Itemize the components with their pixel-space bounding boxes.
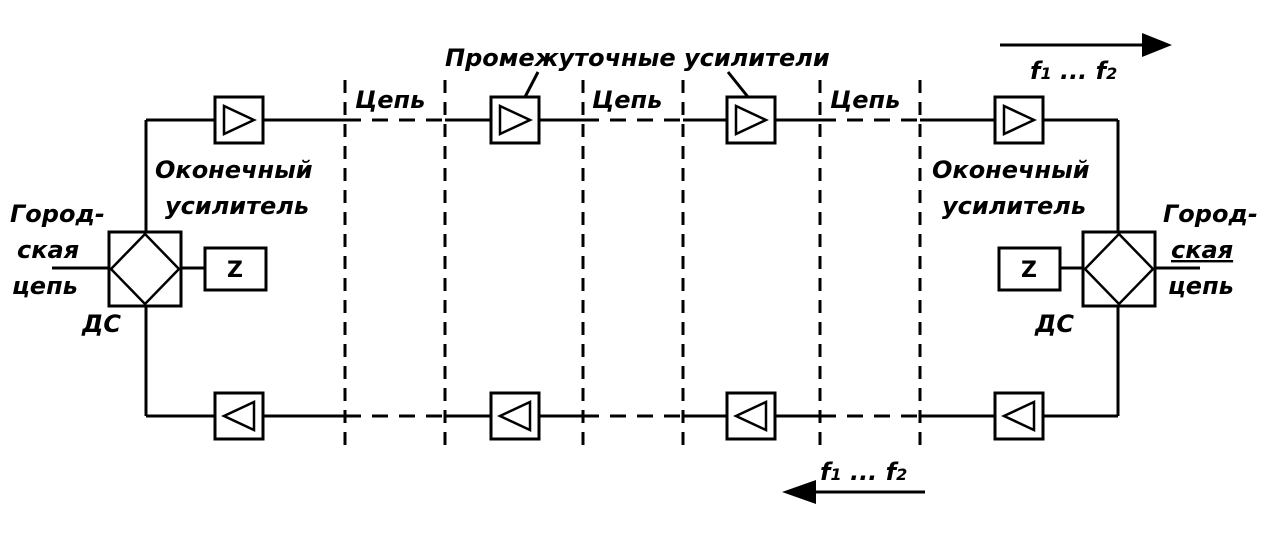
intermediate-amplifiers-label: Промежуточные усилители <box>445 44 830 72</box>
impedance-left-label: Z <box>227 258 243 283</box>
amplifier-upper-4 <box>993 95 1045 145</box>
amplifier-lower-4 <box>993 391 1045 441</box>
city-circuit-right-line2: ская <box>1171 236 1233 264</box>
freq-sub1: 1 <box>1040 64 1051 83</box>
ds-label-left: ДС <box>81 310 121 338</box>
freq-mid: ... f <box>1052 57 1109 85</box>
frequency-band-label-top: f1 ... f2 <box>1030 57 1117 85</box>
amplifier-upper-1 <box>213 95 265 145</box>
circuit-label-2: Цепь <box>592 86 662 114</box>
lower-line <box>144 306 1120 418</box>
frequency-band-label-bottom: f1 ... f2 <box>820 458 907 486</box>
city-circuit-right-line1: Город- <box>1163 200 1258 228</box>
differential-system-left <box>52 230 205 308</box>
amplifier-lower-1 <box>213 391 265 441</box>
amplifier-leader-lines <box>523 71 750 98</box>
terminal-amplifier-right-line2: усилитель <box>942 192 1086 220</box>
circuit-label-3: Цепь <box>830 86 900 114</box>
amplifier-lower-3 <box>725 391 777 441</box>
direction-arrow-bottom <box>782 480 925 504</box>
section-dividers <box>343 80 922 452</box>
impedance-left: Z <box>203 246 268 292</box>
differential-system-right <box>1060 230 1200 308</box>
impedance-right-label: Z <box>1021 258 1037 283</box>
amplifier-upper-2 <box>489 95 541 145</box>
city-circuit-left-line3: цепь <box>12 272 78 300</box>
circuit-label-1: Цепь <box>355 86 425 114</box>
city-circuit-left-line1: Город- <box>10 200 105 228</box>
terminal-amplifier-left-line2: усилитель <box>165 192 309 220</box>
amplifier-upper-3 <box>725 95 777 145</box>
freq-sub1: 1 <box>830 465 841 484</box>
amplifier-lower-2 <box>489 391 541 441</box>
freq-f1: f <box>1030 57 1043 85</box>
freq-f1: f <box>820 458 833 486</box>
ds-label-right: ДС <box>1034 310 1074 338</box>
impedance-right: Z <box>997 246 1062 292</box>
city-circuit-left-line2: ская <box>17 236 79 264</box>
freq-sub2: 2 <box>896 465 907 484</box>
terminal-amplifier-left-line1: Оконечный <box>155 156 313 184</box>
freq-mid: ... f <box>842 458 899 486</box>
terminal-amplifier-right-line1: Оконечный <box>932 156 1090 184</box>
upper-line <box>144 118 1120 232</box>
direction-arrow-top <box>1000 33 1172 57</box>
city-circuit-right-line3: цепь <box>1168 272 1234 300</box>
freq-sub2: 2 <box>1106 64 1117 83</box>
